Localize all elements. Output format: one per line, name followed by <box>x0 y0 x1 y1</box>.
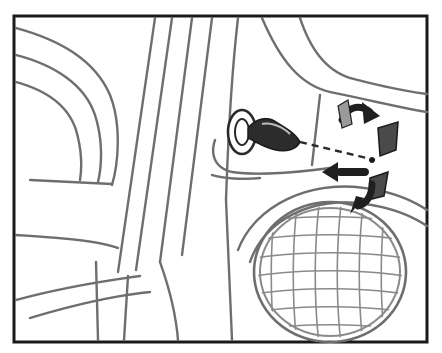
housing-line <box>312 95 320 165</box>
fender-line <box>262 18 427 112</box>
figure-frame <box>14 16 427 342</box>
sill-line <box>160 262 178 340</box>
fender-line <box>300 18 427 94</box>
lens-clip <box>369 157 375 163</box>
bulb-holder-body <box>248 119 300 151</box>
vehicle-body-lines <box>16 18 427 340</box>
sill-line <box>96 262 98 340</box>
sill-line <box>30 292 150 318</box>
lens-upper <box>378 122 398 156</box>
bulb-holder <box>248 119 300 151</box>
pillar-edge <box>118 18 155 272</box>
housing-line <box>212 175 260 179</box>
rim-outline <box>260 208 400 336</box>
tire-outline <box>254 202 406 342</box>
body-curve <box>16 82 81 180</box>
body-curve <box>16 28 118 185</box>
body-curve <box>16 55 101 182</box>
body-curve <box>16 235 118 248</box>
body-curve <box>30 180 112 184</box>
pillar-edge <box>136 18 172 270</box>
curved-arrow-icon <box>338 100 380 128</box>
pull-arrow-head <box>322 162 338 182</box>
sill-line <box>124 276 128 340</box>
wheel <box>254 202 406 345</box>
rotate-arrow-head <box>362 102 380 124</box>
straight-arrow-icon <box>322 162 365 182</box>
pillar-edge <box>160 18 192 262</box>
rotate-arrow-tail <box>338 100 352 128</box>
removal-path-line <box>300 142 375 160</box>
sill-line <box>226 200 232 340</box>
